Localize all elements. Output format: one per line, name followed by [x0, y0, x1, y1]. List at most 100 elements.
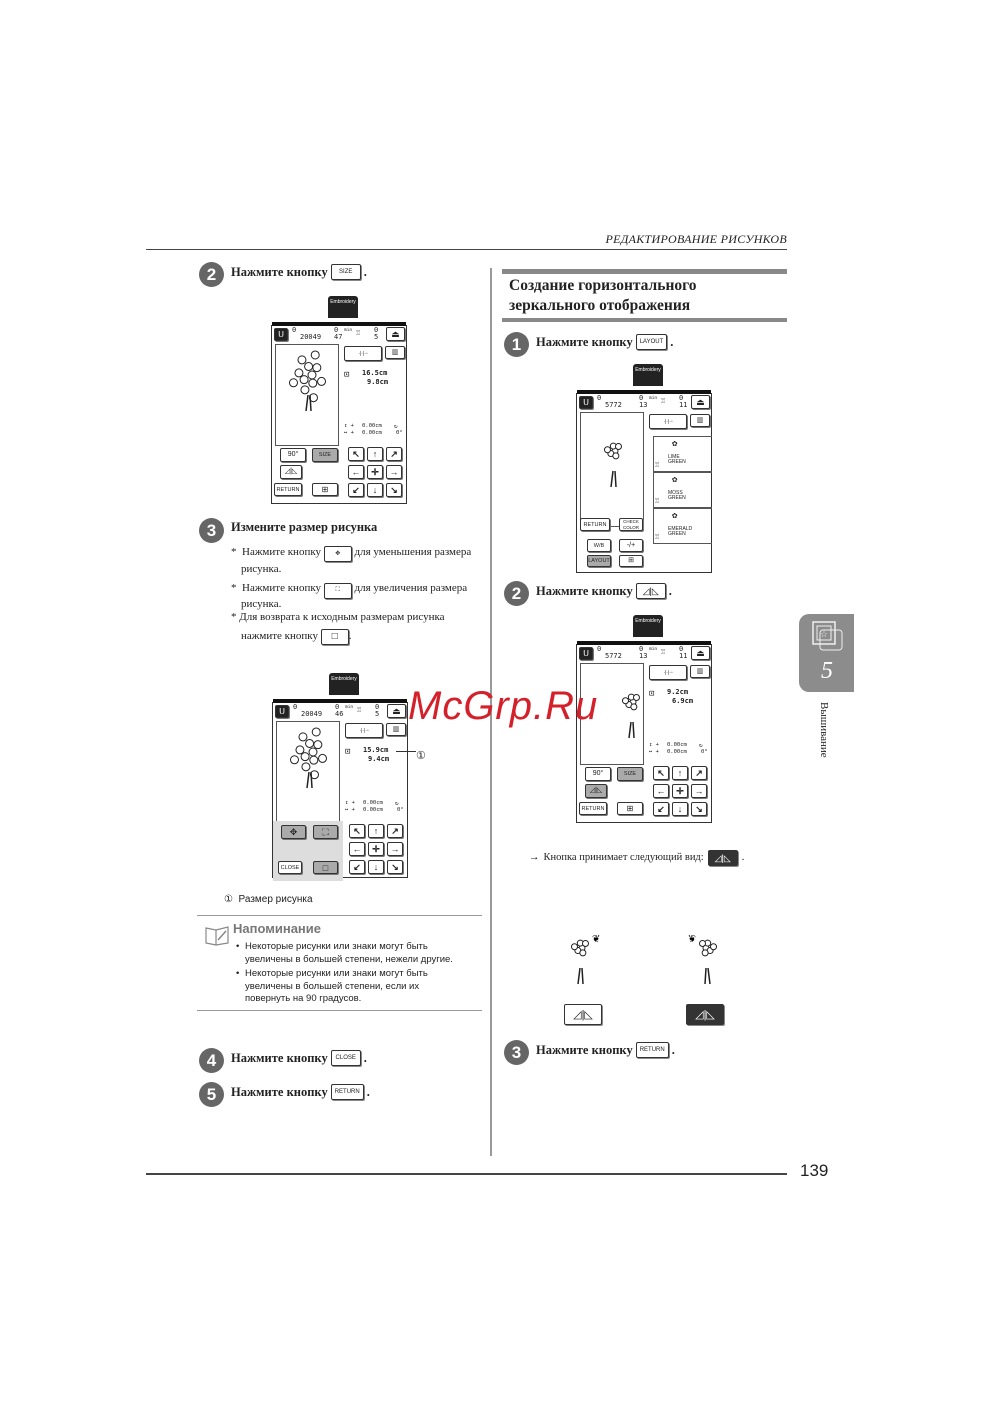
move-arrow-button[interactable]: ←: [349, 842, 365, 856]
mirror-button-on: ◿|◺: [686, 1004, 724, 1025]
layout-button[interactable]: LAYOUT: [587, 555, 611, 567]
move-arrow-button[interactable]: ↙: [653, 802, 669, 816]
move-arrow-button[interactable]: ↓: [367, 483, 383, 497]
move-arrow-button[interactable]: →: [691, 784, 707, 798]
step-text: Нажмите кнопку: [231, 1084, 328, 1099]
move-arrow-button[interactable]: ↘: [386, 483, 402, 497]
move-arrow-button[interactable]: ↙: [349, 860, 365, 874]
punct: .: [363, 264, 367, 279]
move-arrow-button[interactable]: ↖: [653, 766, 669, 780]
screen-top-bar: [272, 322, 406, 326]
presser-foot-icon: ᑌ: [579, 647, 593, 660]
size-button[interactable]: SIZE: [312, 448, 338, 462]
move-arrow-button[interactable]: ✛: [672, 784, 688, 798]
frame-size-button[interactable]: ·|·|·▫: [345, 723, 383, 738]
butterfly-icon: ❦: [592, 934, 600, 945]
embroidery-tab[interactable]: Embroidery: [633, 615, 663, 637]
frame-size-button[interactable]: ·|·|·▫: [344, 346, 382, 361]
return-button[interactable]: RETURN: [579, 802, 607, 815]
design-preview: [580, 412, 644, 527]
size-button[interactable]: SIZE: [617, 767, 643, 781]
punct: .: [671, 1042, 675, 1057]
move-arrow-button[interactable]: ↗: [386, 447, 402, 461]
thread-color-item[interactable]: ✿MOSS GREEN♖: [653, 472, 712, 508]
reset-button-ref: □: [320, 628, 349, 645]
move-arrow-button[interactable]: ↖: [348, 447, 364, 461]
frame-display-button[interactable]: ▥: [386, 723, 406, 736]
design-image: [288, 350, 327, 412]
time-total: 13: [639, 652, 648, 660]
return-button[interactable]: RETURN: [274, 483, 302, 496]
move-arrow-button[interactable]: ↖: [349, 824, 365, 838]
presser-foot-lift-button[interactable]: ⏏: [691, 646, 710, 660]
frame-display-button[interactable]: ▥: [690, 665, 710, 678]
bullet-enlarge: * Нажмите кнопку ⛶ для увеличения размер…: [231, 580, 467, 599]
move-arrow-button[interactable]: ↘: [691, 802, 707, 816]
embroidery-tab[interactable]: Embroidery: [633, 364, 663, 386]
shrink-button[interactable]: ✥: [281, 825, 306, 839]
move-arrow-button[interactable]: ↓: [672, 802, 688, 816]
position-vertical: 0.00cm: [667, 742, 687, 748]
frame-check-button[interactable]: ⊞: [617, 802, 643, 815]
step-number: 3: [504, 1040, 529, 1065]
step-title: Измените размер рисунка: [231, 520, 378, 534]
thread-icon: ♖: [661, 648, 666, 656]
move-arrow-button[interactable]: ↑: [672, 766, 688, 780]
move-arrow-button[interactable]: ↓: [368, 860, 384, 874]
position-vertical: 0.00cm: [363, 800, 383, 806]
move-arrow-button[interactable]: ↘: [387, 860, 403, 874]
rotate-button[interactable]: 90°: [585, 767, 611, 781]
move-arrow-button[interactable]: ←: [348, 465, 364, 479]
frame-size-button[interactable]: ·|·|·▫: [649, 414, 687, 429]
punct: .: [363, 1050, 367, 1065]
bullet-text: Нажмите кнопку: [242, 582, 322, 594]
presser-foot-icon: ᑌ: [579, 396, 593, 409]
embroidery-tab[interactable]: Embroidery: [328, 296, 358, 318]
color-current: 0: [679, 645, 684, 653]
presser-foot-lift-button[interactable]: ⏏: [387, 704, 406, 718]
wb-button[interactable]: W/B: [587, 539, 611, 552]
position-horizontal: 0.00cm: [667, 749, 687, 755]
rotate-icon: ↻: [699, 742, 703, 749]
mirror-button[interactable]: ◿|◺: [585, 784, 607, 798]
rotate-button[interactable]: 90°: [280, 448, 306, 462]
frame-display-button[interactable]: ▥: [690, 414, 710, 427]
embroidery-tab[interactable]: Embroidery: [329, 673, 359, 695]
close-button[interactable]: CLOSE: [278, 861, 302, 874]
presser-foot-icon: ᑌ: [275, 705, 289, 718]
chapter-number: 5: [821, 658, 833, 684]
reset-size-button[interactable]: □: [313, 861, 338, 874]
move-arrow-button[interactable]: ↗: [387, 824, 403, 838]
memo-line: Некоторые рисунки или знаки могут быть: [245, 968, 428, 979]
move-arrow-button[interactable]: ↑: [368, 824, 384, 838]
density-button[interactable]: -/+: [619, 539, 643, 552]
frame-display-button[interactable]: ▥: [385, 346, 405, 359]
move-arrow-button[interactable]: ✛: [367, 465, 383, 479]
move-arrow-button[interactable]: ✛: [368, 842, 384, 856]
thread-color-item[interactable]: ✿LIME GREEN♖: [653, 436, 712, 472]
return-button[interactable]: RETURN: [580, 518, 610, 531]
enlarge-button[interactable]: ⛶: [313, 825, 338, 839]
bullet: *: [231, 546, 237, 558]
presser-foot-lift-button[interactable]: ⏏: [691, 395, 710, 409]
chapter-tab[interactable]: ☆ 5: [799, 614, 854, 692]
check-color-button[interactable]: CHECK COLOR: [619, 518, 643, 531]
time-total: 47: [334, 333, 343, 341]
move-arrow-button[interactable]: ←: [653, 784, 669, 798]
size-width: 9.4cm: [368, 755, 390, 763]
frame-check-button[interactable]: ⊞: [619, 555, 643, 567]
move-arrow-button[interactable]: →: [387, 842, 403, 856]
move-arrow-button[interactable]: ↙: [348, 483, 364, 497]
presser-foot-lift-button[interactable]: ⏏: [386, 327, 405, 341]
frame-size-button[interactable]: ·|·|·▫: [649, 665, 687, 680]
move-arrow-button[interactable]: ↑: [367, 447, 383, 461]
move-arrow-button[interactable]: ↗: [691, 766, 707, 780]
move-arrow-button[interactable]: →: [386, 465, 402, 479]
frame-check-button[interactable]: ⊞: [312, 483, 338, 496]
heading-bar-top: [502, 269, 787, 274]
mirror-button[interactable]: ◿|◺: [280, 465, 302, 479]
color-total: 11: [679, 401, 688, 409]
thread-color-item[interactable]: ✿EMERALD GREEN♖: [653, 508, 712, 544]
